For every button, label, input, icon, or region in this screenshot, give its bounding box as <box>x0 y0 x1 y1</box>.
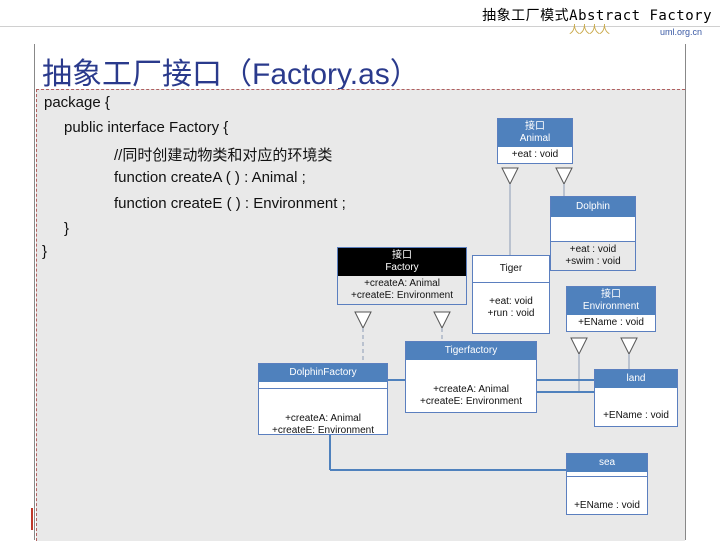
header-divider <box>0 26 720 27</box>
operation: +createE: Environment <box>420 396 522 407</box>
slide-marker <box>31 508 33 530</box>
class-name: sea <box>567 454 647 472</box>
class-operations: +eat : void <box>498 147 572 163</box>
operation: +eat : void <box>511 149 559 160</box>
class-name: Dolphin <box>551 197 635 217</box>
operation: +createE: Environment <box>351 290 453 301</box>
class-operations: +EName : void <box>595 388 677 424</box>
operation: +EName : void <box>603 410 669 421</box>
code-line-4: function createA ( ) : Animal ; <box>114 169 306 186</box>
code-line-7: } <box>42 243 48 260</box>
uml-class-factory: 接口 Factory +createA: Animal +createE: En… <box>337 247 467 305</box>
class-name: Animal <box>519 133 551 144</box>
top-strip: 抽象工厂模式Abstract Factory <box>0 0 720 30</box>
factory-inherit-arrow-2 <box>433 311 451 330</box>
operation: +createE: Environment <box>272 425 374 436</box>
stereotype-label: 接口 <box>525 121 545 132</box>
slide-frame <box>34 44 686 540</box>
uml-class-header: 接口 Environment <box>567 287 655 315</box>
uml-logo-icon: 人人人人 <box>569 24 610 36</box>
operation: +eat: void <box>489 296 533 307</box>
environment-inherit-arrow <box>570 337 588 356</box>
code-line-2: public interface Factory { <box>64 119 229 136</box>
operation: +run : void <box>487 308 535 319</box>
uml-class-environment: 接口 Environment +EName : void <box>566 286 656 332</box>
class-name: Factory <box>385 262 419 273</box>
factory-inherit-arrow <box>354 311 372 330</box>
header-title: 抽象工厂模式Abstract Factory <box>482 8 712 24</box>
logo-url: uml.org.cn <box>660 27 703 37</box>
class-operations: +createA: Animal +createE: Environment <box>406 360 536 410</box>
operation: +eat : void <box>569 244 617 255</box>
uml-class-dolphin: Dolphin +eat : void +swim : void <box>550 196 636 271</box>
class-operations: +EName : void <box>567 476 647 514</box>
animal-inherit-arrow <box>501 167 519 186</box>
page-title: 抽象工厂接口（Factory.as） <box>42 58 420 91</box>
uml-class-sea: sea +EName : void <box>566 453 648 515</box>
code-line-6: } <box>64 220 70 237</box>
operation: +createA: Animal <box>364 278 440 289</box>
class-name: Tigerfactory <box>406 342 536 360</box>
class-operations: +eat: void +run : void <box>473 283 549 322</box>
operation: +EName : void <box>574 500 640 511</box>
uml-class-tigerfactory: Tigerfactory +createA: Animal +createE: … <box>405 341 537 413</box>
code-line-1: package { <box>44 94 110 111</box>
uml-class-dolphinfactory: DolphinFactory +createA: Animal +createE… <box>258 363 388 436</box>
code-line-3: //同时创建动物类和对应的环境类 <box>114 147 333 164</box>
uml-class-header: 接口 Animal <box>498 119 572 147</box>
class-operations: +EName : void <box>567 315 655 331</box>
stereotype-label: 接口 <box>601 289 621 300</box>
class-name: DolphinFactory <box>259 364 387 382</box>
code-line-5: function createE ( ) : Environment ; <box>114 195 346 212</box>
class-operations: +createA: Animal +createE: Environment <box>338 276 466 304</box>
operation: +createA: Animal <box>285 413 361 424</box>
operation: +createA: Animal <box>433 384 509 395</box>
class-operations: +createA: Animal +createE: Environment <box>259 388 387 439</box>
class-operations: +eat : void +swim : void <box>551 241 635 270</box>
class-name: Environment <box>582 301 640 312</box>
operation: +swim : void <box>565 256 621 267</box>
class-name: land <box>595 370 677 388</box>
operation: +EName : void <box>578 317 644 328</box>
uml-class-header: 接口 Factory <box>338 248 466 276</box>
uml-class-land: land +EName : void <box>594 369 678 427</box>
class-name: Tiger <box>473 256 549 283</box>
environment-inherit-arrow-2 <box>620 337 638 356</box>
animal-inherit-arrow-2 <box>555 167 573 186</box>
uml-class-tiger: Tiger +eat: void +run : void <box>472 255 550 334</box>
stereotype-label: 接口 <box>392 250 412 261</box>
uml-class-animal: 接口 Animal +eat : void <box>497 118 573 164</box>
